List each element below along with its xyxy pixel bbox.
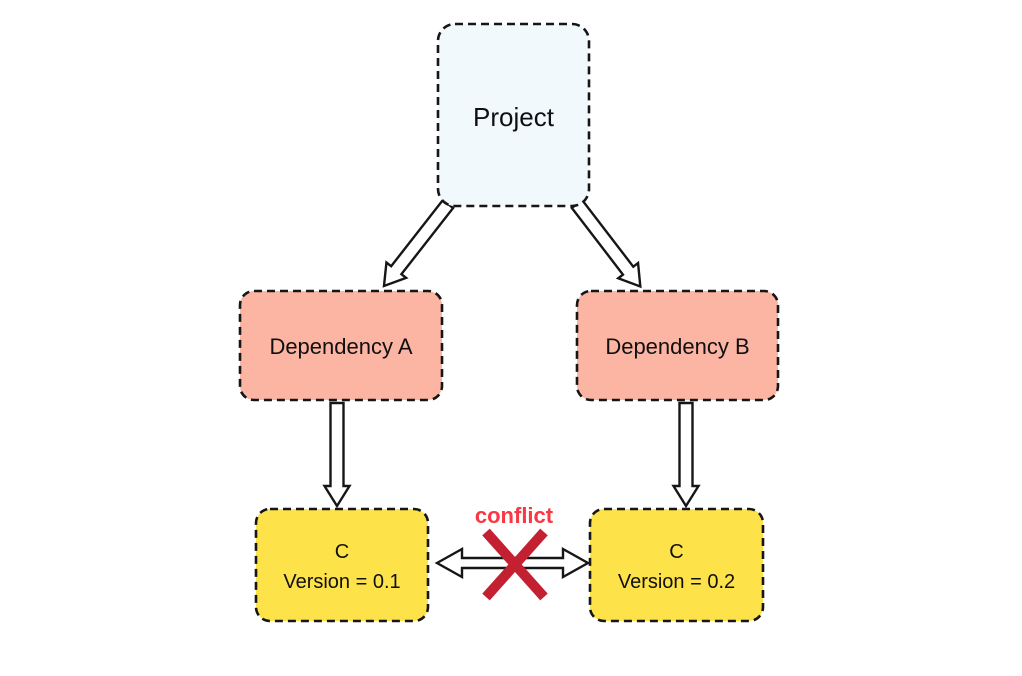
node-c-version-0-1 <box>254 507 430 623</box>
node-dependency-b <box>575 289 780 402</box>
arrow-project-to-dependency-a <box>382 198 455 288</box>
node-c2-version-label: Version = 0.2 <box>618 571 735 593</box>
node-dependency-a <box>238 289 444 402</box>
node-c1-name-label: C <box>335 541 349 563</box>
conflict-x-icon <box>482 528 548 601</box>
node-project <box>436 22 591 208</box>
conflict-label: conflict <box>475 503 554 528</box>
arrow-project-to-dependency-b <box>570 198 642 289</box>
arrow-dependency-b-to-c2 <box>671 401 701 509</box>
node-c2-name-label: C <box>669 541 683 563</box>
arrow-dependency-a-to-c1 <box>322 401 352 509</box>
node-project-label: Project <box>473 102 555 132</box>
node-c1-version-label: Version = 0.1 <box>283 571 400 593</box>
node-c-version-0-2 <box>588 507 765 623</box>
node-dependency-a-label: Dependency A <box>269 334 412 359</box>
node-dependency-b-label: Dependency B <box>605 334 749 359</box>
